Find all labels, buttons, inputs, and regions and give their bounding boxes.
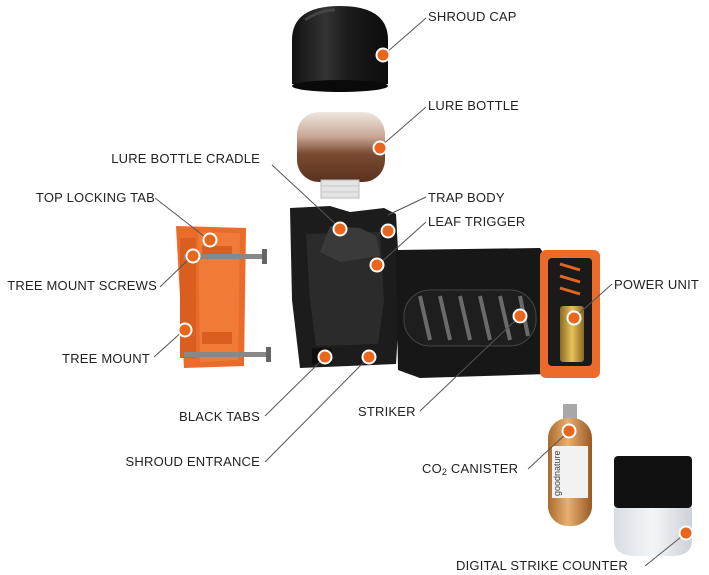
tree-mount-screws-part bbox=[184, 249, 271, 362]
digital-strike-counter-part bbox=[614, 456, 692, 556]
label-shroud-cap: SHROUD CAP bbox=[428, 9, 517, 24]
label-lure-bottle: LURE BOTTLE bbox=[428, 98, 520, 113]
label-black-tabs: BLACK TABS bbox=[179, 409, 260, 424]
co2-subscript: 2 bbox=[441, 467, 448, 477]
shroud-cap-part bbox=[292, 6, 388, 92]
label-tree-mount-screws: TREE MOUNT SCREWS bbox=[7, 278, 157, 293]
label-shroud-entrance: SHROUD ENTRANCE bbox=[125, 454, 260, 469]
label-tree-mount: TREE MOUNT bbox=[62, 351, 150, 366]
canister-brand-text: goodnature bbox=[552, 450, 562, 496]
label-co2-canister: CO2 CANISTER bbox=[422, 461, 518, 480]
co2-canister-part: goodnature bbox=[548, 404, 592, 526]
trap-body-part bbox=[290, 206, 600, 378]
co2-prefix: CO bbox=[422, 461, 442, 476]
callout-dots bbox=[177, 47, 694, 541]
label-top-locking-tab: TOP LOCKING TAB bbox=[35, 190, 155, 205]
tree-mount-part bbox=[176, 226, 271, 368]
label-digital-strike-counter: DIGITAL STRIKE COUNTER bbox=[456, 558, 628, 573]
label-leaf-trigger: LEAF TRIGGER bbox=[428, 214, 526, 229]
co2-suffix: CANISTER bbox=[447, 461, 519, 476]
leader-lines bbox=[153, 17, 687, 567]
lure-bottle-part bbox=[297, 112, 385, 199]
label-striker: STRIKER bbox=[358, 404, 416, 419]
label-trap-body: TRAP BODY bbox=[428, 190, 505, 205]
label-power-unit: POWER UNIT bbox=[614, 277, 700, 292]
label-lure-bottle-cradle: LURE BOTTLE CRADLE bbox=[111, 151, 260, 166]
